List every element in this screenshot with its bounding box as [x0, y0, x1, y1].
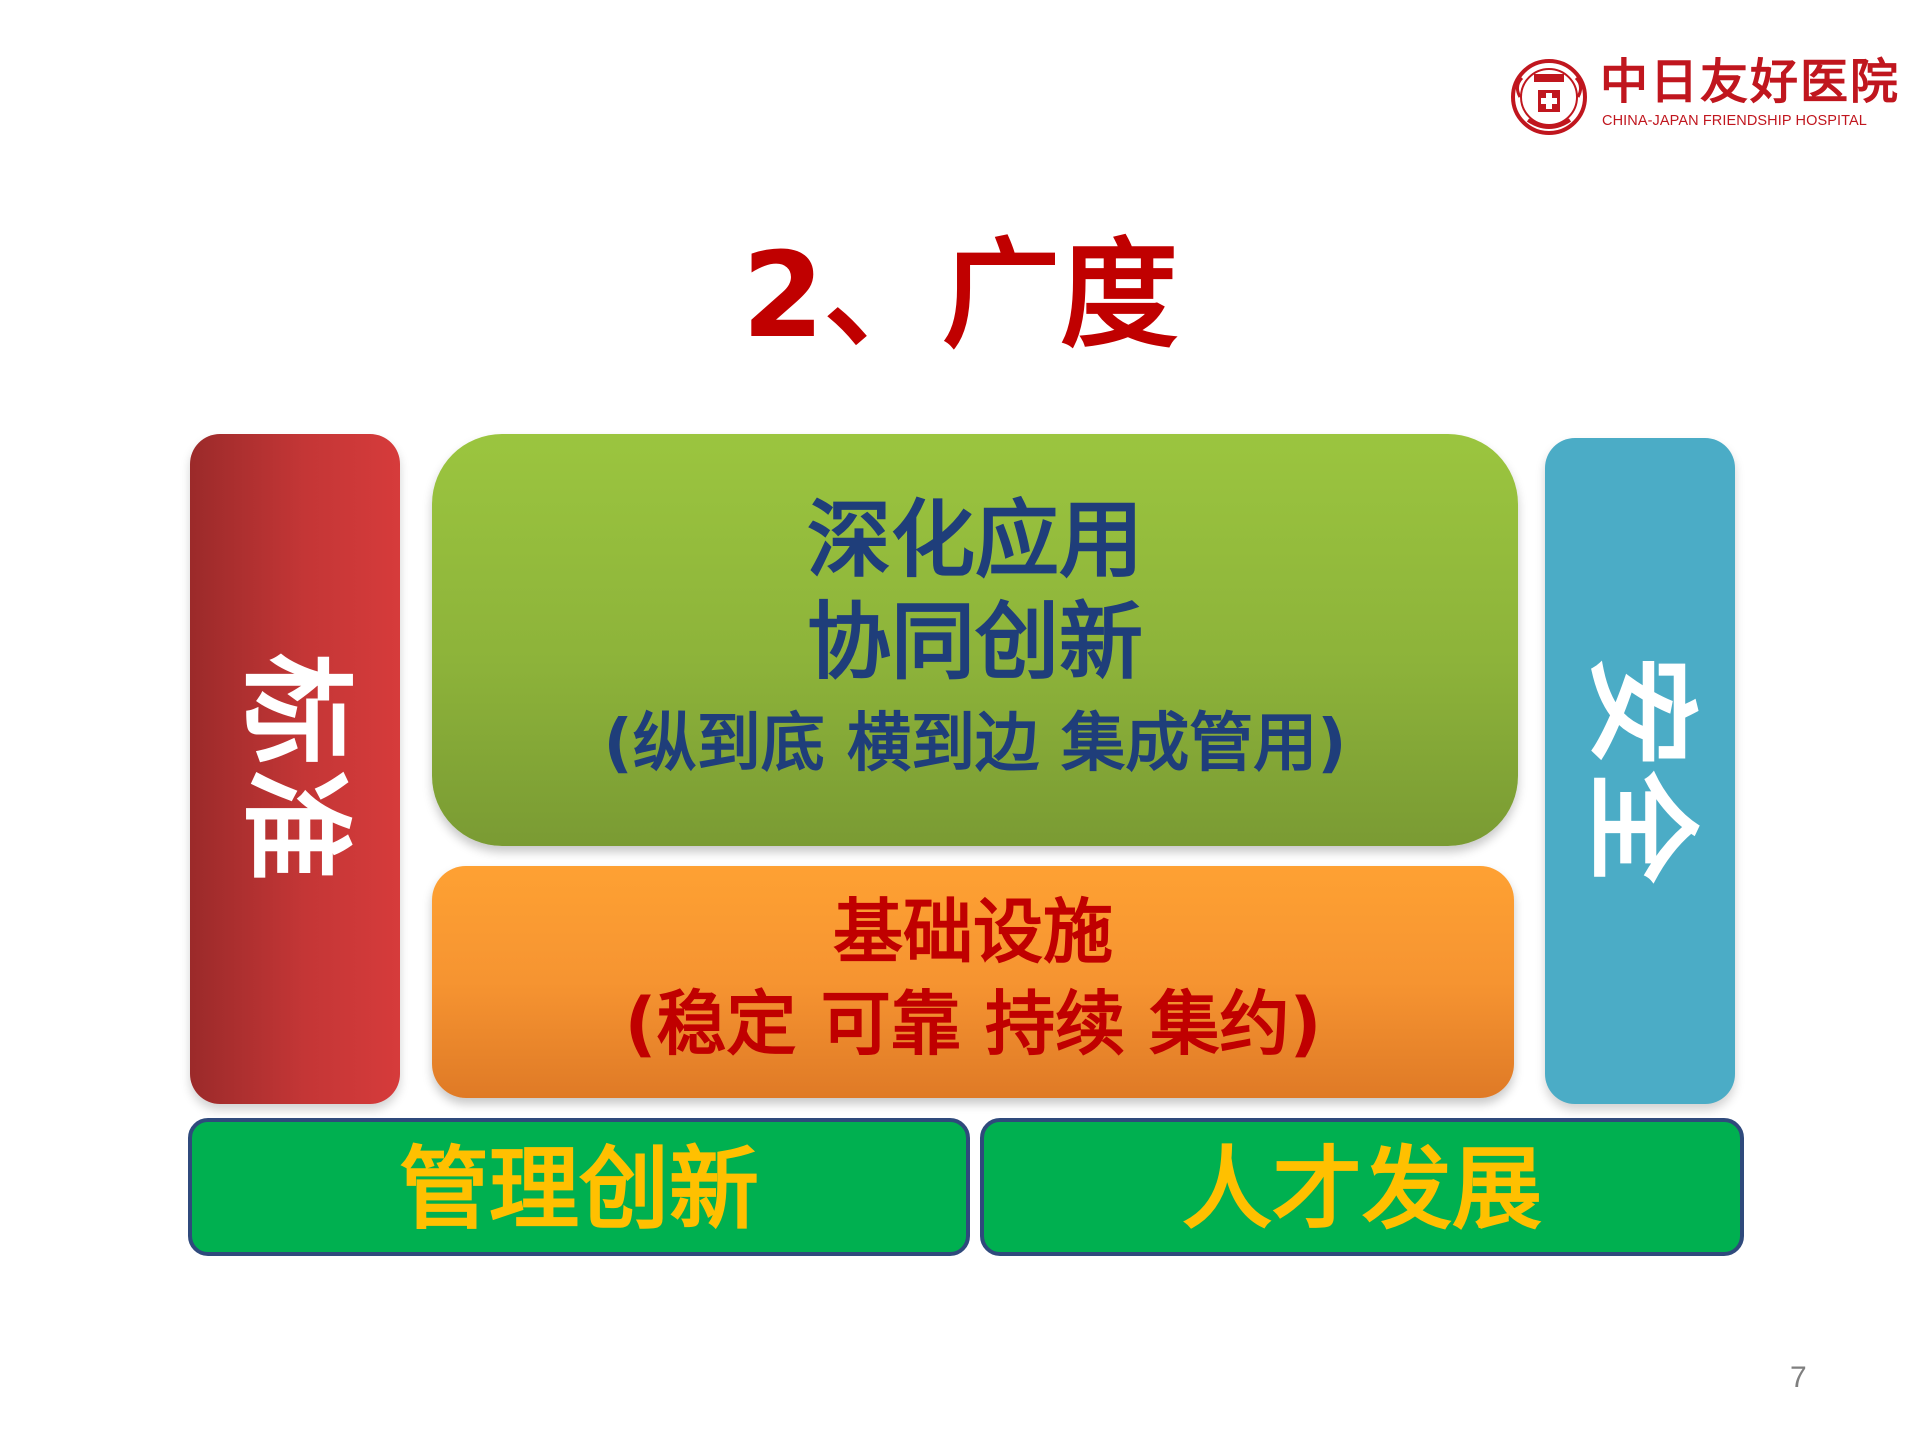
application-line-2: 协同创新 [806, 593, 1143, 691]
talent-development-label: 人才发展 [1182, 1137, 1542, 1242]
application-line-1: 深化应用 [806, 491, 1143, 589]
infrastructure-line-2: (稳定 可靠 持续 集约) [624, 983, 1322, 1065]
application-block: 深化应用 协同创新 (纵到底 横到边 集成管用) [432, 434, 1518, 846]
application-line-3: (纵到底 横到边 集成管用) [603, 707, 1347, 781]
management-innovation-label: 管理创新 [399, 1137, 759, 1242]
infrastructure-line-1: 基础设施 [833, 891, 1113, 973]
slide-title: 2、广度 [741, 226, 1179, 364]
security-pillar: 安全 [1545, 438, 1735, 1104]
hospital-seal-icon [1511, 59, 1587, 135]
hospital-logo: 中日友好医院 CHINA-JAPAN FRIENDSHIP HOSPITAL [1508, 52, 1898, 142]
management-innovation-box: 管理创新 [188, 1118, 970, 1256]
logo-name-english: CHINA-JAPAN FRIENDSHIP HOSPITAL [1602, 113, 1867, 129]
talent-development-box: 人才发展 [980, 1118, 1744, 1256]
standard-pillar-label: 标准 [230, 653, 360, 885]
logo-name-chinese: 中日友好医院 [1600, 54, 1901, 110]
page-number: 7 [1790, 1361, 1807, 1394]
security-pillar-label: 安全 [1575, 655, 1705, 887]
infrastructure-block: 基础设施 (稳定 可靠 持续 集约) [432, 866, 1514, 1098]
standard-pillar: 标准 [190, 434, 400, 1104]
